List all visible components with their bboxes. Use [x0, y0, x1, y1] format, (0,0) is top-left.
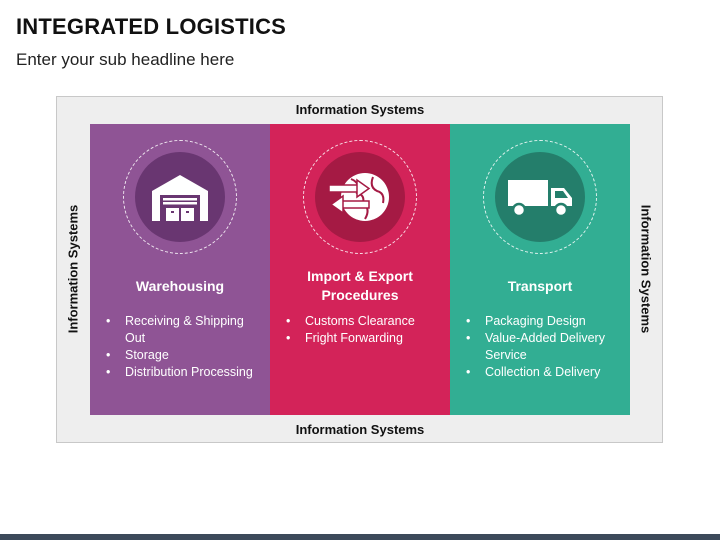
frame-label-right: Information Systems [638, 204, 654, 334]
panel-list: Customs Clearance Fright Forwarding [286, 313, 446, 347]
icon-disc [495, 152, 585, 242]
frame-label-left: Information Systems [65, 204, 81, 334]
dashed-ring [303, 140, 417, 254]
import-export-globe-icon [328, 173, 389, 221]
list-item: Receiving & Shipping Out [106, 313, 266, 347]
panel-list: Packaging Design Value-Added Delivery Se… [466, 313, 626, 381]
frame-label-top: Information Systems [295, 102, 425, 117]
list-item: Packaging Design [466, 313, 626, 330]
panel-title: Transport [507, 278, 573, 294]
bottom-accent-bar [0, 534, 720, 540]
warehouse-icon [152, 175, 208, 221]
panel-list: Receiving & Shipping Out Storage Distrib… [106, 313, 266, 381]
page-subtitle: Enter your sub headline here [16, 50, 235, 69]
frame-label-bottom: Information Systems [295, 422, 425, 437]
dashed-ring [483, 140, 597, 254]
list-item: Collection & Delivery [466, 364, 626, 381]
dashed-ring [123, 140, 237, 254]
list-item: Customs Clearance [286, 313, 446, 330]
truck-icon [508, 180, 572, 218]
list-item: Storage [106, 347, 266, 364]
list-item: Fright Forwarding [286, 330, 446, 347]
panel-import-export: Import & Export Procedures Customs Clear… [270, 124, 450, 415]
list-item: Value-Added Delivery Service [466, 330, 626, 364]
icon-disc [315, 152, 405, 242]
page-title: INTEGRATED LOGISTICS [16, 14, 287, 39]
panel-title: Warehousing [135, 278, 225, 294]
panel-warehousing: Warehousing Receiving & Shipping Out Sto… [90, 124, 270, 415]
icon-disc [135, 152, 225, 242]
panel-transport: Transport Packaging Design Value-Added D… [450, 124, 630, 415]
list-item: Distribution Processing [106, 364, 266, 381]
panel-title: Import & Export Procedures [307, 268, 413, 303]
